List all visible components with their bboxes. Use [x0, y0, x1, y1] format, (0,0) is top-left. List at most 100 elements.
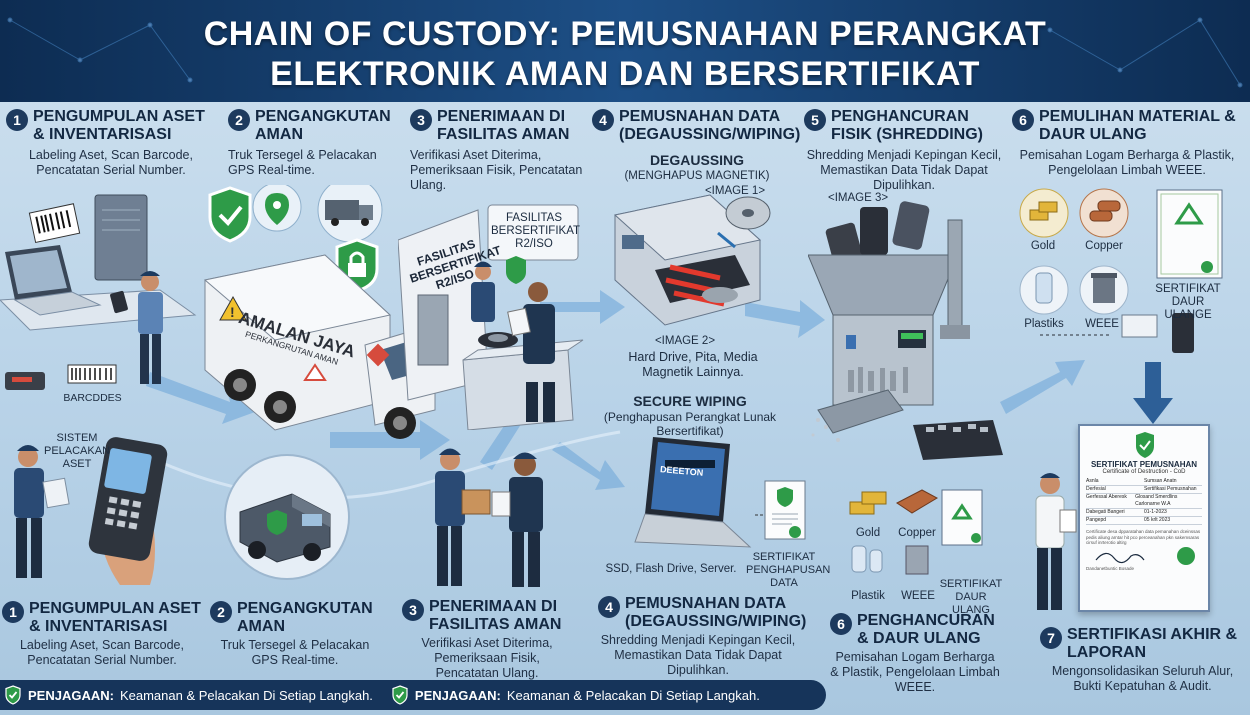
certificate-row-value: Glosand Smerdlins Carlonarne W.A	[1135, 494, 1178, 507]
page-title: CHAIN OF CUSTODY: PEMUSNAHAN PERANGKAT E…	[0, 14, 1250, 94]
certificate-subtitle: Certificate of Destruction - CoD	[1102, 469, 1186, 475]
plastik-label-2: Plastik	[851, 590, 885, 602]
svg-text:!: !	[230, 304, 235, 320]
degaussing-label: DEGAUSSING	[649, 152, 745, 168]
ssd-label: SSD, Flash Drive, Server.	[605, 563, 737, 575]
step-title: PENGANGKUTAN AMAN	[237, 600, 373, 635]
certificate-row-key: Gerfessal Aberesk	[1086, 494, 1127, 500]
step-number: 2	[228, 109, 250, 131]
transport-illustration: !	[203, 185, 436, 439]
footer-text-1: Keamanan & Pelacakan Di Setiap Langkah.	[119, 687, 373, 703]
certificate-row-value: Sertifikasi Pemusnahan	[1144, 486, 1197, 492]
top-step-5: 5 PENGHANCURAN FISIK (SHREDDING) Shreddi…	[804, 108, 1004, 193]
image3-label: <IMAGE 3>	[828, 192, 889, 204]
facility-tag: FASILITAS BERSERTIFIKAT R2/ISO	[491, 212, 581, 250]
sertifikat-daur-label-2: SERTIFIKAT DAUR ULANG	[939, 578, 1003, 616]
step-title: SERTIFIKASI AKHIR & LAPORAN	[1067, 626, 1238, 661]
step-desc: Truk Tersegel & Pelacakan GPS Real-time.	[228, 148, 377, 177]
laptop-wiping-illustration	[634, 437, 765, 548]
certificate-row-key: Asnla	[1086, 478, 1099, 484]
materials-illustration	[849, 489, 983, 575]
sertifikat-hapus-label: SERTIFIKAT PENGHAPUSAN DATA	[746, 551, 831, 589]
scanner-illustration	[14, 437, 168, 585]
step-desc: Truk Tersegel & Pelacakan GPS Real-time.	[220, 638, 370, 667]
bottom-step-4: 4 PEMUSNAHAN DATA (DEGAUSSING/WIPING) Sh…	[598, 595, 806, 678]
signature	[1095, 546, 1195, 565]
copper-label-2: Copper	[898, 527, 936, 539]
top-step-3: 3 PENERIMAAN DI FASILITAS AMAN Verifikas…	[410, 108, 585, 193]
certificate-row-value: 01-1-2023	[1144, 509, 1167, 515]
step-number: 5	[804, 109, 826, 131]
top-step-4: 4 PEMUSNAHAN DATA (DEGAUSSING/WIPING)	[592, 108, 801, 144]
bottom-step-6: 6 PENGHANCURAN & DAUR ULANG Pemisahan Lo…	[830, 612, 1000, 695]
certificate-row-key: Derfesial	[1086, 486, 1106, 492]
step-title: PENGANGKUTAN AMAN	[255, 108, 391, 143]
network-decoration	[7, 17, 1243, 88]
bottom-step-7: 7 SERTIFIKASI AKHIR & LAPORAN Mengonsoli…	[1040, 626, 1245, 694]
certificate-row: Asnla Sumsan Anatn	[1086, 478, 1202, 486]
step-title: PEMULIHAN MATERIAL & DAUR ULANG	[1039, 108, 1236, 143]
header-banner: CHAIN OF CUSTODY: PEMUSNAHAN PERANGKAT E…	[0, 0, 1250, 102]
final-certificate: SERTIFIKAT PEMUSNAHAN Certificate of Des…	[1078, 424, 1210, 612]
title-line-1: CHAIN OF CUSTODY: PEMUSNAHAN PERANGKAT	[203, 15, 1047, 53]
facility-illustration	[398, 204, 584, 430]
bottom-step-3: 3 PENERIMAAN DI FASILITAS AMAN Verifikas…	[402, 598, 572, 681]
shredder-illustration	[808, 201, 1003, 460]
step-title: PEMUSNAHAN DATA (DEGAUSSING/WIPING)	[625, 595, 807, 630]
data-erasure-certificate-icon	[764, 480, 806, 540]
certificate-row: Gerfessal Aberesk Glosand Smerdlins Carlo…	[1086, 494, 1202, 509]
step-desc: Pemisahan Logam Berharga & Plastik, Peng…	[1019, 148, 1235, 177]
footer-item-2: PENJAGAAN: Keamanan & Pelacakan Di Setia…	[391, 685, 760, 705]
sistem-label: SISTEM PELACAKAN ASET	[43, 432, 111, 470]
title-line-2: ELEKTRONIK AMAN DAN BERSERTIFIKAT	[270, 55, 980, 93]
armored-van-illustration	[224, 454, 350, 580]
step-title: PENERIMAAN DI FASILITAS AMAN	[437, 108, 570, 143]
down-arrow-icon	[1133, 362, 1173, 424]
certificate-row-key: Pangepd	[1086, 517, 1107, 523]
certificate-row: Pangepd 05 krlt 2023	[1086, 517, 1202, 525]
step-number: 3	[410, 109, 432, 131]
step-number: 7	[1040, 627, 1062, 649]
recovery-illustration	[1019, 188, 1223, 353]
step-number: 4	[598, 596, 620, 618]
step-number: 4	[592, 109, 614, 131]
certificate-note: Certificate desa dpparatahan data pemana…	[1086, 529, 1201, 545]
certificate-row-value: 05 krlt 2023	[1144, 517, 1171, 523]
certificate-row-value: Sumsan Anatn	[1144, 478, 1177, 484]
top-step-1: 1 PENGUMPULAN ASET & INVENTARISASI Label…	[6, 108, 216, 178]
degausser-illustration	[613, 194, 771, 326]
certificate-title: SERTIFIKAT PEMUSNAHAN	[1090, 460, 1198, 469]
top-step-6: 6 PEMULIHAN MATERIAL & DAUR ULANG Pemisa…	[1012, 108, 1242, 178]
step-desc: Shredding Menjadi Kepingan Kecil, Memast…	[806, 148, 1002, 192]
plastik-label: Plastiks	[1024, 318, 1064, 330]
step-title: PENGHANCURAN & DAUR ULANG	[857, 612, 995, 647]
step-title: PENGUMPULAN ASET & INVENTARISASI	[29, 600, 201, 635]
copper-label: Copper	[1085, 240, 1123, 252]
secure-wiping-sub: (Penghapusan Perangkat Lunak Bersertifik…	[603, 410, 777, 438]
step-number: 1	[6, 109, 28, 131]
step-desc: Mengonsolidasikan Seluruh Alur, Bukti Ke…	[1051, 664, 1234, 693]
certificate-sig: Dandanetbuntic Bosade	[1086, 565, 1135, 571]
handover-illustration	[435, 448, 543, 587]
officer-illustration	[1035, 473, 1077, 610]
certificate-row: Derfesial Sertifikasi Pemusnahan	[1086, 486, 1202, 494]
step-desc: Shredding Menjadi Kepingan Kecil, Memast…	[600, 633, 796, 677]
shield-check-icon	[5, 685, 21, 705]
step-title: PEMUSNAHAN DATA (DEGAUSSING/WIPING)	[619, 108, 801, 143]
top-step-2: 2 PENGANGKUTAN AMAN Truk Tersegel & Pela…	[228, 108, 398, 178]
step-title: PENGUMPULAN ASET & INVENTARISASI	[33, 108, 205, 143]
step-number: 1	[2, 601, 24, 623]
step-title: PENGHANCURAN FISIK (SHREDDING)	[831, 108, 983, 143]
weee-label: WEEE	[1085, 318, 1119, 330]
footer-item-1: PENJAGAAN: Keamanan & Pelacakan Di Setia…	[4, 685, 373, 705]
shield-check-icon	[392, 685, 408, 705]
certificate-shield-icon	[1136, 432, 1154, 458]
step-desc: Verifikasi Aset Diterima, Pemeriksaan Fi…	[421, 636, 553, 680]
step-number: 6	[1012, 109, 1034, 131]
image1-label: <IMAGE 1>	[704, 185, 766, 197]
weee-label-2: WEEE	[901, 590, 935, 602]
barcodes-label: BARCDDES	[63, 392, 122, 404]
bottom-step-1: 1 PENGUMPULAN ASET & INVENTARISASI Label…	[2, 600, 202, 668]
media-label: Hard Drive, Pita, Media Magnetik Lainnya…	[628, 350, 758, 379]
